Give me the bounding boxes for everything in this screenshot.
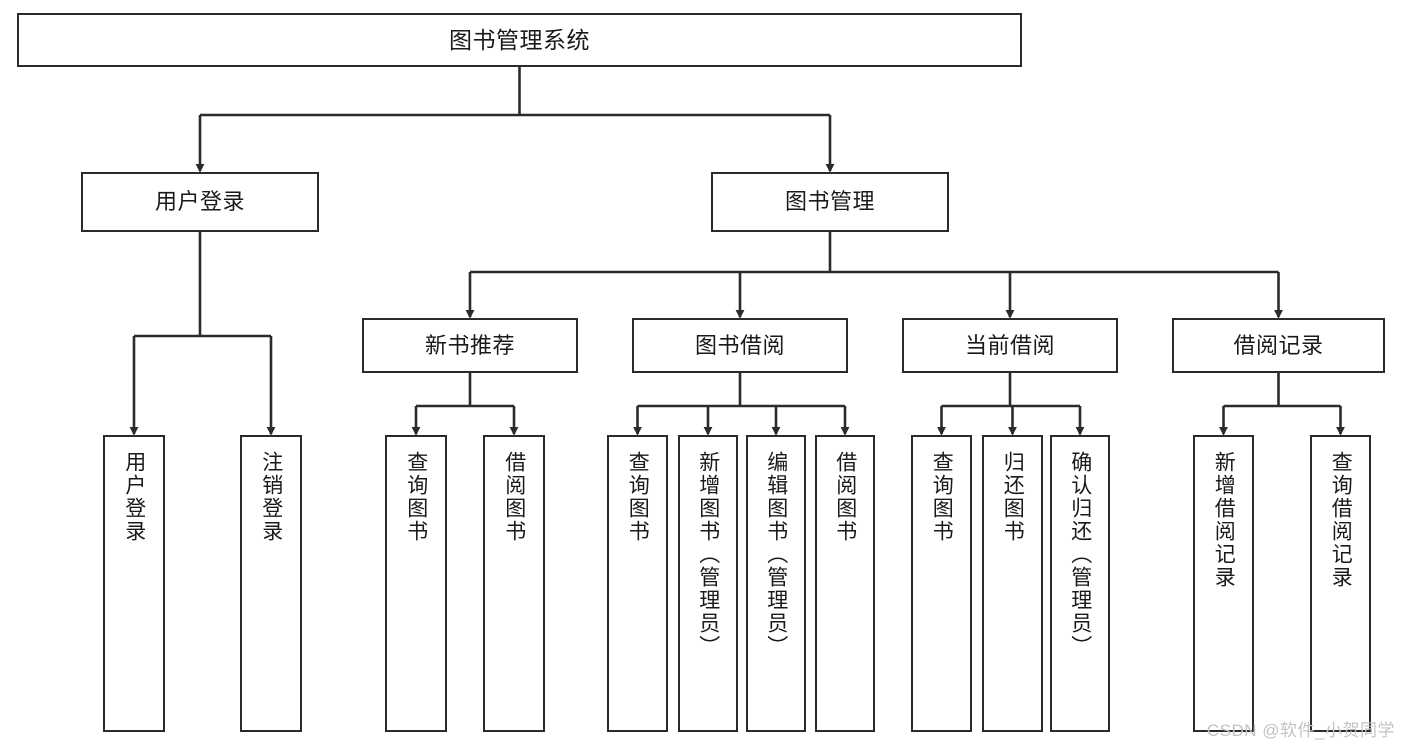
node-label: 确认归还（管理员） <box>1068 451 1092 658</box>
node-label: 编辑图书（管理员） <box>764 451 788 658</box>
node-l-borrow1[interactable]: 借阅图书 <box>483 435 545 732</box>
node-label: 用户登录 <box>154 189 245 215</box>
node-label: 查询图书 <box>930 451 954 543</box>
node-label: 图书借阅 <box>694 332 785 358</box>
node-l-query1[interactable]: 查询图书 <box>385 435 447 732</box>
node-label: 新增借阅记录 <box>1212 451 1236 589</box>
node-current[interactable]: 当前借阅 <box>902 318 1118 373</box>
watermark-text: CSDN @软件_小贺同学 <box>1206 721 1395 740</box>
node-l-userlogin[interactable]: 用户登录 <box>103 435 165 732</box>
node-l-borrow2[interactable]: 借阅图书 <box>815 435 875 732</box>
node-borrow[interactable]: 图书借阅 <box>632 318 848 373</box>
node-label: 图书管理系统 <box>449 26 590 53</box>
node-label: 借阅记录 <box>1233 332 1324 358</box>
node-label: 注销登录 <box>259 451 283 543</box>
node-l-return[interactable]: 归还图书 <box>982 435 1043 732</box>
node-l-query3[interactable]: 查询图书 <box>911 435 972 732</box>
node-label: 借阅图书 <box>502 451 526 543</box>
node-bookmgmt[interactable]: 图书管理 <box>711 172 949 232</box>
node-label: 新增图书（管理员） <box>696 451 720 658</box>
node-label: 查询图书 <box>404 451 428 543</box>
node-label: 归还图书 <box>1001 451 1025 543</box>
node-root[interactable]: 图书管理系统 <box>17 13 1022 67</box>
node-login[interactable]: 用户登录 <box>81 172 319 232</box>
node-l-logout[interactable]: 注销登录 <box>240 435 302 732</box>
node-l-add[interactable]: 新增图书（管理员） <box>678 435 738 732</box>
node-l-edit[interactable]: 编辑图书（管理员） <box>746 435 806 732</box>
node-label: 查询图书 <box>626 451 650 543</box>
node-label: 查询借阅记录 <box>1329 451 1353 589</box>
node-label: 当前借阅 <box>964 332 1055 358</box>
node-l-addrec[interactable]: 新增借阅记录 <box>1193 435 1254 732</box>
node-label: 用户登录 <box>122 451 146 543</box>
node-label: 借阅图书 <box>833 451 857 543</box>
node-l-confirm[interactable]: 确认归还（管理员） <box>1050 435 1110 732</box>
node-label: 图书管理 <box>784 189 875 215</box>
node-l-queryrec[interactable]: 查询借阅记录 <box>1310 435 1371 732</box>
node-label: 新书推荐 <box>424 332 515 358</box>
node-records[interactable]: 借阅记录 <box>1172 318 1385 373</box>
node-l-query2[interactable]: 查询图书 <box>607 435 668 732</box>
node-newbook[interactable]: 新书推荐 <box>362 318 578 373</box>
